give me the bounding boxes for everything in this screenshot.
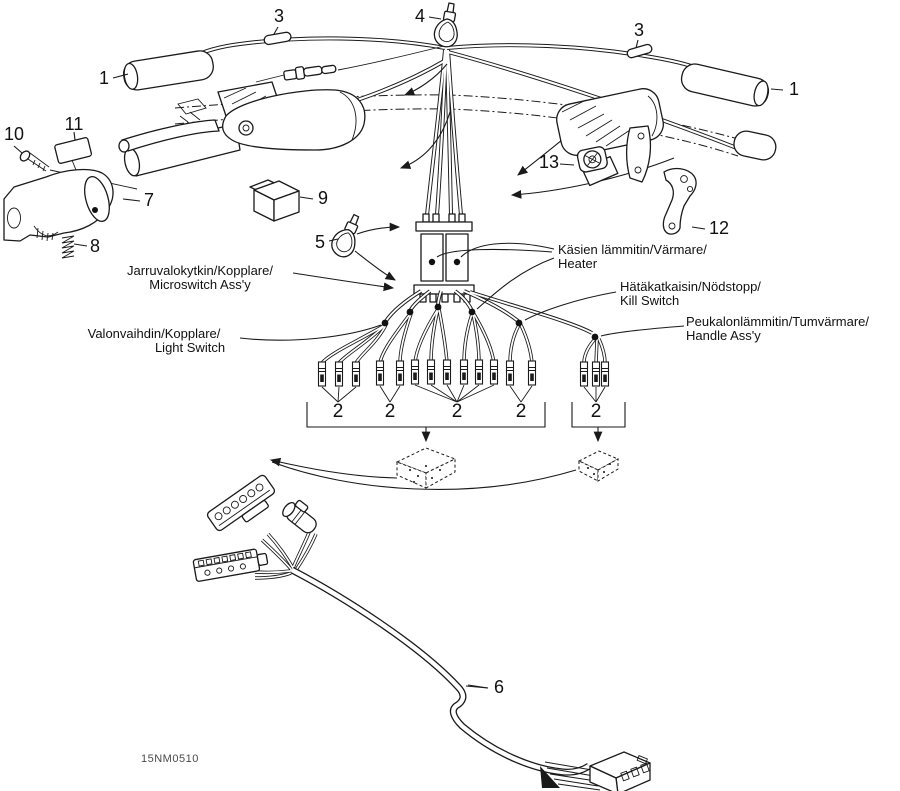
- label-light-switch-line2: Light Switch: [155, 340, 225, 355]
- callout-2-a: 2: [333, 401, 344, 422]
- label-leaders: [239, 222, 685, 341]
- callout-11: 11: [65, 114, 84, 134]
- callout-8: 8: [90, 236, 100, 256]
- callout-12: 12: [709, 218, 729, 238]
- terminal-pins: [317, 359, 610, 387]
- spring-part: [61, 235, 75, 259]
- main-harness: [192, 474, 651, 791]
- callout-13: 13: [539, 152, 559, 172]
- harness-connector-b: [192, 548, 269, 582]
- cable-tie-top: [433, 2, 458, 48]
- label-microswitch-line2: Microswitch Ass'y: [149, 277, 251, 292]
- label-handle-line2: Handle Ass'y: [686, 328, 761, 343]
- label-microswitch-line1: Jarruvalokytkin/Kopplare/: [127, 263, 273, 278]
- kill-switch-part: [576, 146, 619, 187]
- callout-10: 10: [4, 124, 24, 144]
- pin-group-lines: [321, 384, 606, 403]
- label-handle-line1: Peukalonlämmitin/Tumvärmare/: [686, 314, 869, 329]
- brake-lever-assembly: [118, 45, 445, 177]
- callout-1-left: 1: [99, 68, 109, 88]
- throttle-block-housing: [3, 168, 114, 242]
- switch-box-part: [249, 179, 300, 222]
- label-kill-switch-line1: Hätäkatkaisin/Nödstopp/: [620, 279, 761, 294]
- callout-1-right: 1: [789, 79, 799, 99]
- mating-leader-lines: [269, 457, 577, 490]
- label-heater-line1: Käsien lämmitin/Värmare/: [558, 242, 707, 257]
- mating-connector-right: [577, 450, 620, 482]
- callout-2-d: 2: [516, 401, 527, 422]
- label-heater-line2: Heater: [558, 256, 598, 271]
- mating-connector-left: [395, 447, 457, 489]
- harness-boot-connector: [282, 499, 317, 534]
- callout-3-left: 3: [274, 6, 284, 26]
- callout-9: 9: [318, 188, 328, 208]
- right-handle-grip: [680, 63, 770, 107]
- label-kill-switch-line2: Kill Switch: [620, 293, 679, 308]
- grip-end-rod-left: [263, 31, 292, 46]
- throttle-housing-assembly: [556, 88, 777, 183]
- label-light-switch-line1: Valonvaihdin/Kopplare/: [88, 326, 221, 341]
- harness-connector-a: [206, 474, 276, 532]
- callout-7: 7: [144, 190, 154, 210]
- heater-connector-stack: [413, 213, 475, 303]
- callout-2-c: 2: [452, 401, 463, 422]
- callout-3-right: 3: [634, 20, 644, 40]
- harness-end-connector: [540, 751, 651, 791]
- callout-2-b: 2: [385, 401, 396, 422]
- grip-end-rod-right: [626, 43, 653, 59]
- group-brackets: [306, 402, 626, 443]
- part-labels: Jarruvalokytkin/Kopplare/ Microswitch As…: [88, 242, 870, 355]
- diagram-part-code: 15NM0510: [141, 753, 199, 765]
- cable-tie-mid: [328, 210, 363, 260]
- left-handle-grip: [122, 50, 214, 91]
- callouts: 1 3 4 3 1 10 11 7 8 9 5 13 12 6 2 2 2 2 …: [4, 6, 799, 697]
- support-bracket: [662, 167, 697, 235]
- callout-5: 5: [315, 232, 325, 252]
- callout-6: 6: [494, 677, 504, 697]
- callout-2-e: 2: [591, 401, 602, 422]
- harness-lower-wires: [320, 289, 607, 365]
- callout-4: 4: [415, 6, 425, 26]
